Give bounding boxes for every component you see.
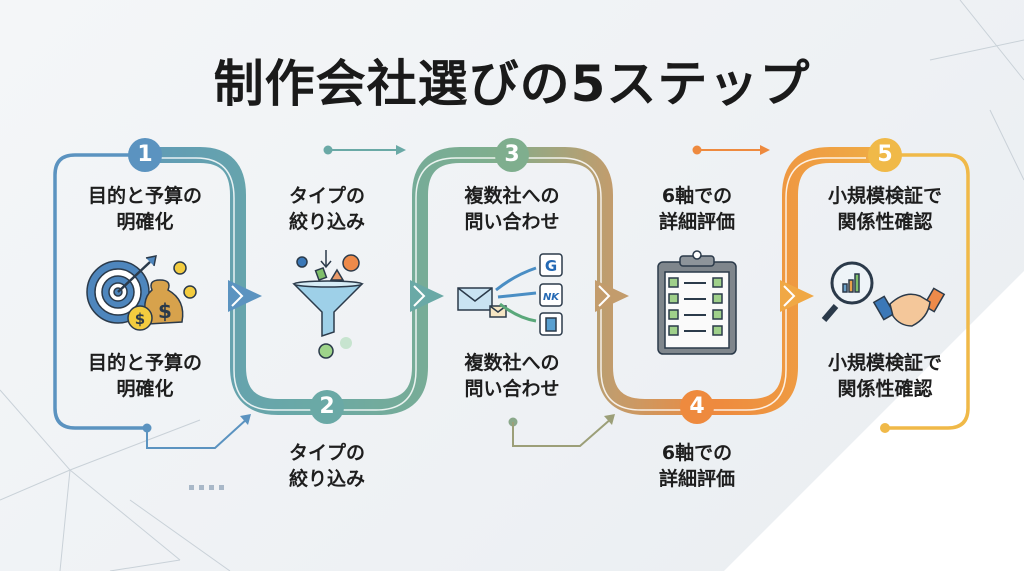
svg-text:G: G [545, 257, 557, 275]
label-line: 6軸での [661, 442, 733, 464]
label-line: タイプの [288, 185, 365, 207]
step-1-label: 目的と予算の明確化 [50, 183, 240, 235]
label-line: 目的と予算の [87, 352, 202, 374]
label-line: 関係性確認 [837, 378, 933, 400]
funnel-icon [292, 250, 364, 359]
step-4-label: 6軸での詳細評価 [602, 183, 792, 235]
svg-text:$: $ [158, 299, 172, 323]
label-line: 複数社への [464, 352, 560, 374]
chevron-right-icon [228, 280, 814, 312]
step-3-label: 複数社への問い合わせ [417, 183, 607, 235]
step-5-label-repeat: 小規模検証で関係性確認 [790, 350, 980, 402]
label-line: 絞り込み [288, 211, 365, 233]
background-decoration [724, 271, 1024, 571]
label-line: 6軸での [661, 185, 733, 207]
page-title: 制作会社選びの5ステップ [213, 55, 811, 113]
step-1-label-repeat: 目的と予算の明確化 [50, 350, 240, 402]
arrow-diagonal-icon [142, 414, 890, 449]
label-line: 関係性確認 [837, 211, 933, 233]
step-3-label-repeat: 複数社への問い合わせ [417, 350, 607, 402]
step-number-badge: 1 [128, 138, 162, 172]
step-2-label: タイプの絞り込み [232, 183, 422, 235]
svg-text:$: $ [135, 310, 145, 328]
step-number-badge: 3 [495, 138, 529, 172]
step-4-label-repeat: 6軸での詳細評価 [602, 440, 792, 492]
label-line: 小規模検証で [827, 185, 942, 207]
step-2-label-repeat: タイプの絞り込み [232, 440, 422, 492]
label-line: 小規模検証で [827, 352, 942, 374]
checklist-clipboard-icon [657, 250, 737, 355]
step-number-badge: 2 [310, 390, 344, 424]
step-number-badge: 5 [868, 138, 902, 172]
label-line: 明確化 [116, 211, 174, 233]
label-line: 詳細評価 [658, 468, 735, 490]
label-line: 明確化 [116, 378, 174, 400]
dots-decoration [189, 485, 224, 490]
label-line: 絞り込み [288, 468, 365, 490]
arrow-right-icon [323, 145, 770, 155]
magnifier-handshake-icon [821, 261, 946, 327]
step-5-label: 小規模検証で関係性確認 [790, 183, 980, 235]
target-money-icon: $ $ [86, 255, 197, 331]
svg-text:NK: NK [543, 292, 560, 303]
label-line: 詳細評価 [658, 211, 735, 233]
label-line: 目的と予算の [87, 185, 202, 207]
label-line: タイプの [288, 442, 365, 464]
step-number-badge: 4 [680, 390, 714, 424]
label-line: 問い合わせ [464, 211, 560, 233]
email-to-companies-icon: G NK [457, 253, 563, 336]
label-line: 複数社への [464, 185, 560, 207]
label-line: 問い合わせ [464, 378, 560, 400]
